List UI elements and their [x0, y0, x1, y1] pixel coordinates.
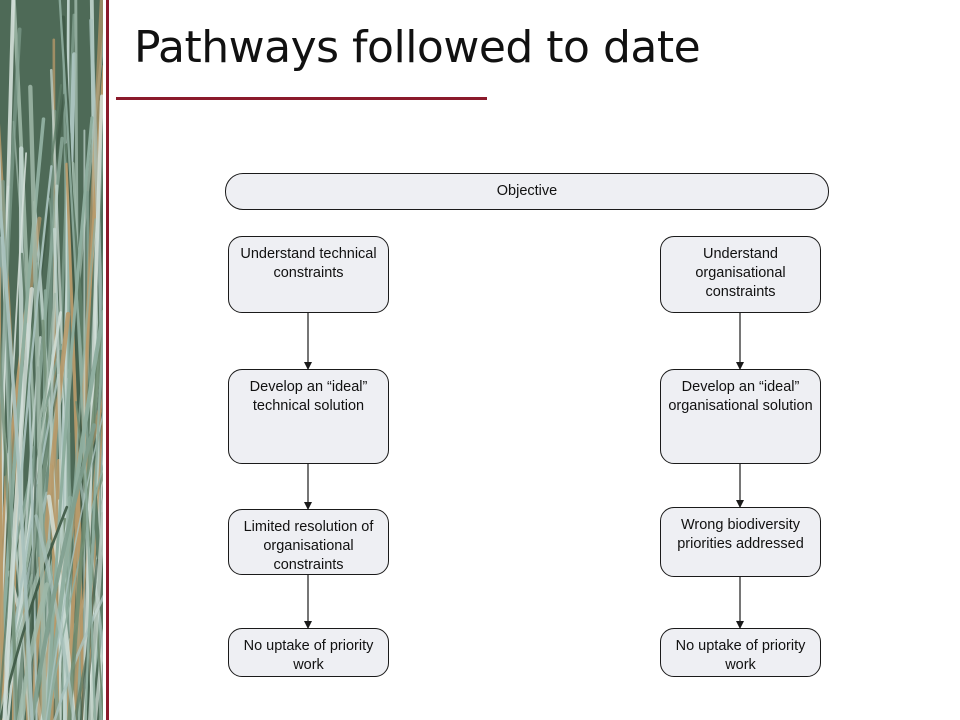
left-step-limited-resolution: Limited resolution of organisational con…: [228, 509, 389, 575]
title-underline: [116, 97, 487, 100]
left-step-understand-technical: Understand technical constraints: [228, 236, 389, 313]
left-step-ideal-technical: Develop an “ideal” technical solution: [228, 369, 389, 464]
right-step-understand-organisational: Understand organisational constraints: [660, 236, 821, 313]
grass-photo: [0, 0, 103, 720]
slide-title: Pathways followed to date: [134, 22, 701, 73]
right-step-ideal-organisational: Develop an “ideal” organisational soluti…: [660, 369, 821, 464]
vertical-accent-line: [106, 0, 109, 720]
right-step-wrong-priorities: Wrong biodiversity priorities addressed: [660, 507, 821, 577]
left-step-no-uptake: No uptake of priority work: [228, 628, 389, 677]
right-step-no-uptake: No uptake of priority work: [660, 628, 821, 677]
objective-box: Objective: [225, 173, 829, 210]
